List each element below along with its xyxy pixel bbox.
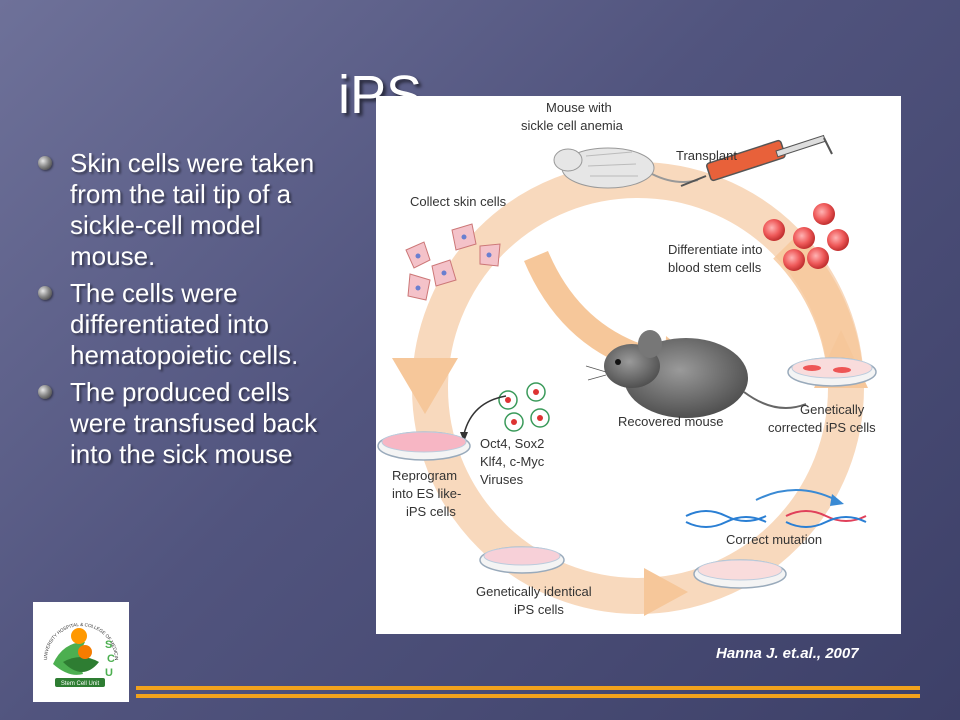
label-klf4-cmyc: Klf4, c-Myc bbox=[480, 454, 545, 469]
stem-cell-unit-logo: UNIVERSITY HOSPITAL & COLLEGE OF MEDICIN… bbox=[31, 598, 129, 702]
label-es-like: into ES like- bbox=[392, 486, 461, 501]
dna-icon bbox=[685, 489, 867, 528]
recovered-mouse-icon bbox=[585, 330, 807, 418]
label-reprogram: Reprogram bbox=[392, 468, 457, 483]
corrected-dish-icon bbox=[787, 357, 877, 387]
label-collect-skin-cells: Collect skin cells bbox=[410, 194, 507, 209]
mutation-dish-icon bbox=[693, 559, 787, 589]
arrow-right-icon bbox=[644, 568, 688, 616]
citation: Hanna J. et.al., 2007 bbox=[716, 645, 859, 662]
label-viruses: Viruses bbox=[480, 472, 524, 487]
ips-cycle-diagram: Mouse with sickle cell anemia Transplant… bbox=[377, 100, 877, 617]
label-genetically: Genetically bbox=[800, 402, 865, 417]
label-blood-stem-cells: blood stem cells bbox=[668, 260, 762, 275]
ips-cycle-figure: Mouse with sickle cell anemia Transplant… bbox=[376, 96, 901, 634]
label-differentiate: Differentiate into bbox=[668, 242, 762, 257]
bullet-text: The cells were differentiated into hemat… bbox=[70, 278, 299, 370]
blood-stem-cells-icon bbox=[763, 203, 849, 271]
virus-icon bbox=[498, 382, 550, 432]
skin-cells-icon bbox=[405, 223, 501, 301]
identical-dish-icon bbox=[479, 546, 565, 574]
bullet-text: Skin cells were taken from the tail tip … bbox=[70, 148, 315, 271]
bullet-item: The produced cells were transfused back … bbox=[38, 377, 348, 470]
bullet-icon bbox=[38, 286, 52, 300]
bullet-icon bbox=[38, 156, 52, 170]
label-correct-mutation: Correct mutation bbox=[726, 532, 822, 547]
label-mouse-with: Mouse with bbox=[546, 100, 612, 115]
footer-divider bbox=[136, 694, 920, 698]
bullet-item: Skin cells were taken from the tail tip … bbox=[38, 148, 348, 272]
logo-caption: Stem Cell Unit bbox=[61, 681, 100, 687]
label-recovered-mouse: Recovered mouse bbox=[618, 414, 724, 429]
label-transplant: Transplant bbox=[676, 148, 737, 163]
label-ips-cells-left: iPS cells bbox=[406, 504, 456, 519]
bullet-text: The produced cells were transfused back … bbox=[70, 377, 318, 469]
logo-letter-u: U bbox=[105, 667, 113, 679]
sickle-mouse-icon bbox=[553, 147, 699, 189]
label-oct4-sox2: Oct4, Sox2 bbox=[480, 436, 544, 451]
bullet-icon bbox=[38, 385, 52, 399]
bullet-list: Skin cells were taken from the tail tip … bbox=[38, 148, 348, 476]
arrow-down-icon bbox=[392, 358, 458, 414]
logo-letter-s: S bbox=[105, 639, 112, 651]
bullet-item: The cells were differentiated into hemat… bbox=[38, 278, 348, 371]
label-genetically-identical: Genetically identical bbox=[476, 584, 592, 599]
logo-letter-c: C bbox=[107, 653, 115, 665]
label-corrected-ips: corrected iPS cells bbox=[768, 420, 876, 435]
reprogram-dish-icon bbox=[377, 431, 471, 461]
label-ips-cells-bottom: iPS cells bbox=[514, 602, 564, 617]
label-sickle-anemia: sickle cell anemia bbox=[521, 118, 624, 133]
syringe-icon bbox=[680, 134, 833, 187]
footer-divider bbox=[136, 686, 920, 690]
